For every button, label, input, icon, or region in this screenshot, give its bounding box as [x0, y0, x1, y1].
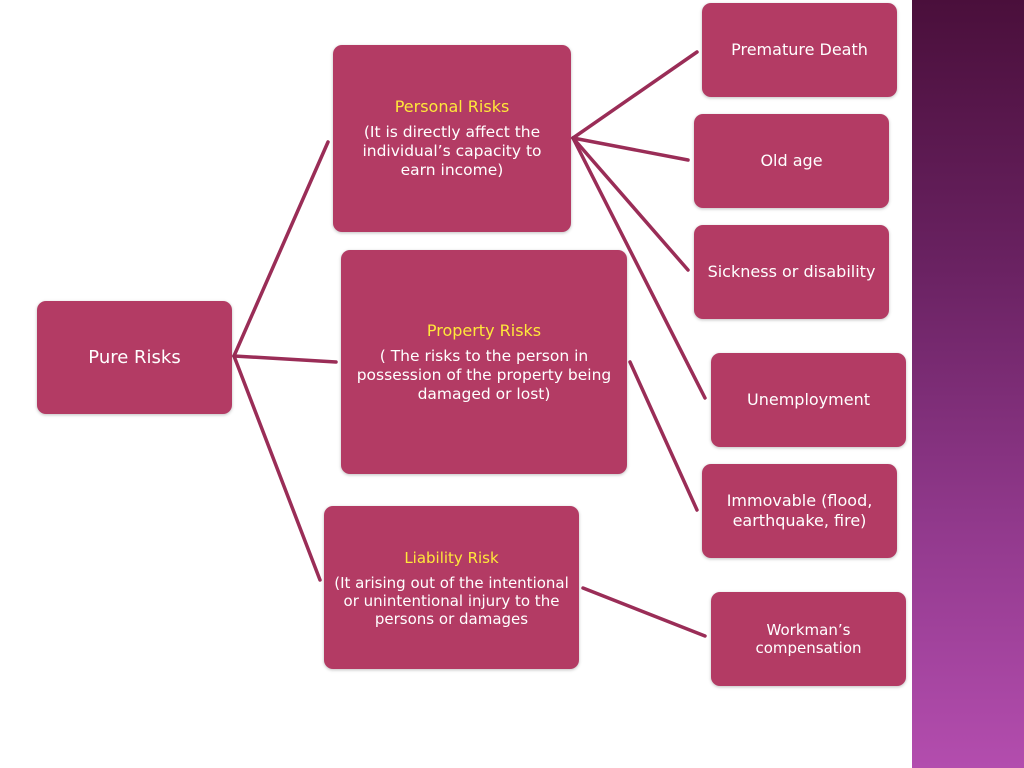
- property-risks-node: Property Risks ( The risks to the person…: [341, 250, 627, 474]
- property-risks-description: ( The risks to the person in possession …: [356, 346, 612, 403]
- connector-personal-old-age: [571, 136, 690, 162]
- premature-death-label: Premature Death: [731, 40, 868, 59]
- workman-compensation-node: Workman’s compensation: [711, 592, 906, 686]
- unemployment-node: Unemployment: [711, 353, 906, 447]
- immovable-label: Immovable (flood, earthquake, fire): [726, 491, 873, 530]
- personal-risks-title: Personal Risks: [394, 97, 510, 116]
- connector-personal-premature-death: [571, 50, 699, 140]
- decorative-sidebar: [912, 0, 1024, 768]
- pure-risks-node: Pure Risks: [37, 301, 232, 414]
- immovable-node: Immovable (flood, earthquake, fire): [702, 464, 897, 558]
- premature-death-node: Premature Death: [702, 3, 897, 97]
- old-age-label: Old age: [760, 151, 823, 170]
- liability-risk-description: (It arising out of the intentional or un…: [334, 573, 569, 628]
- personal-risks-node: Personal Risks (It is directly affect th…: [333, 45, 571, 232]
- old-age-node: Old age: [694, 114, 889, 208]
- connector-personal-unemployment: [571, 136, 707, 400]
- connector-root-personal: [232, 140, 330, 358]
- pure-risks-label: Pure Risks: [88, 346, 181, 368]
- sickness-label: Sickness or disability: [707, 262, 876, 281]
- workman-compensation-label: Workman’s compensation: [755, 621, 862, 657]
- connector-property-immovable: [628, 360, 699, 512]
- connector-liability-workman: [581, 586, 707, 638]
- unemployment-label: Unemployment: [747, 390, 870, 409]
- sickness-node: Sickness or disability: [694, 225, 889, 319]
- personal-risks-description: (It is directly affect the individual’s …: [362, 123, 542, 179]
- liability-risk-title: Liability Risk: [404, 548, 499, 567]
- connector-root-property: [232, 354, 338, 364]
- connector-personal-sickness: [571, 136, 690, 272]
- property-risks-title: Property Risks: [426, 320, 542, 340]
- liability-risk-node: Liability Risk (It arising out of the in…: [324, 506, 579, 669]
- connector-root-liability: [232, 354, 322, 582]
